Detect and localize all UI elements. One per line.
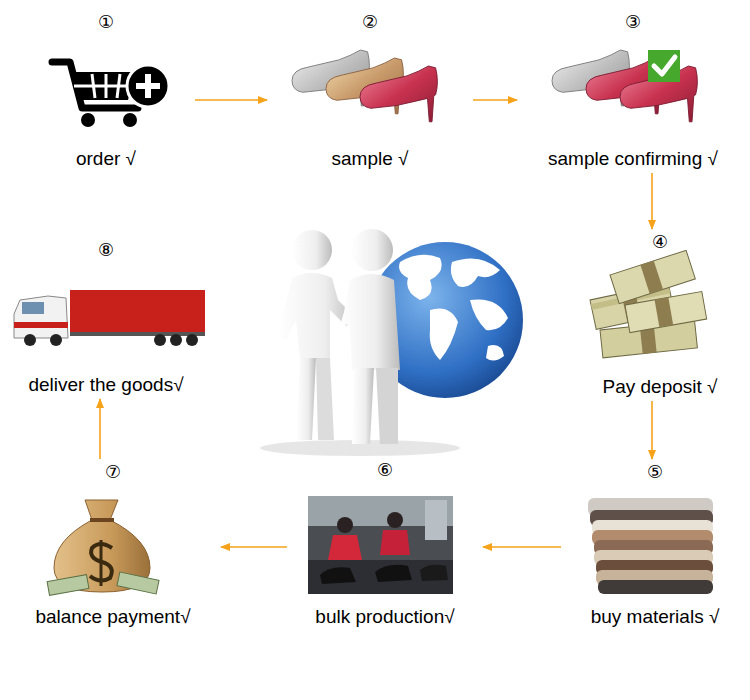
handshake-globe-picture-part (451, 258, 500, 286)
factory-photo-part (308, 560, 453, 594)
step-label: buy materials √ (591, 606, 720, 628)
truck-picture-part (70, 290, 205, 334)
factory-photo-part (320, 567, 356, 584)
truck-picture-part (186, 334, 198, 346)
callout-number: ② (362, 12, 378, 33)
factory-photo-part (387, 512, 403, 528)
callout-number: ⑤ (647, 462, 663, 483)
process-step: ⑧ deliver the goods√ (6, 240, 206, 396)
factory-photo-part (425, 500, 447, 540)
flow-arrow (473, 99, 517, 101)
step-label: bulk production√ (315, 606, 454, 628)
cart-icon-part (136, 83, 160, 89)
process-step: ⑥ bulk production√ (290, 460, 480, 628)
process-step: ① order √ (20, 12, 192, 170)
cart-icon-part (81, 113, 95, 127)
process-step: ④ Pay deposit √ (575, 232, 745, 398)
factory-photo-part (380, 530, 410, 555)
handshake-globe-picture-part (486, 345, 504, 360)
money-bag-picture-part (47, 575, 89, 596)
handshake-globe-picture (260, 229, 523, 456)
money-bag-picture-part (100, 540, 103, 586)
truck-picture-part (14, 322, 68, 328)
factory-photo-part (328, 535, 362, 560)
cart-icon-part (52, 62, 138, 108)
handshake-globe-picture-part (430, 309, 458, 361)
truck-picture-part (70, 332, 205, 336)
flow-arrow (651, 173, 653, 229)
step-label: Pay deposit √ (603, 376, 718, 398)
money-picture-part (625, 291, 707, 332)
cart-icon-part (123, 113, 137, 127)
handshake-globe-picture-part (352, 368, 374, 444)
step-label: balance payment√ (35, 606, 190, 628)
handshake-globe-picture-part (399, 255, 442, 300)
truck-picture-part (50, 334, 62, 346)
shoes-picture-part (360, 66, 437, 122)
handshake-globe-picture-part (316, 358, 334, 440)
cart-icon-part (74, 85, 132, 88)
process-step: ② sample √ (270, 12, 470, 170)
flow-arrow (483, 546, 561, 548)
step-label: deliver the goods√ (28, 374, 183, 396)
confirmed-shoes-picture-part (648, 50, 680, 82)
money-bag-picture-part (90, 518, 114, 522)
handshake-globe-picture-part (292, 230, 332, 270)
money-picture-part-part (655, 297, 674, 327)
truck-picture-part (22, 302, 44, 314)
callout-number: ⑦ (105, 462, 121, 483)
handshake-globe-picture-part (296, 358, 316, 440)
factory-photo (308, 496, 453, 594)
factory-photo-part (308, 496, 453, 594)
fabric-picture (588, 498, 713, 594)
flow-arrow (221, 546, 287, 548)
factory-photo-part (375, 565, 412, 582)
confirmed-shoes-picture-part (654, 57, 675, 74)
handshake-globe-picture-part (351, 229, 393, 271)
flow-arrow (99, 399, 101, 459)
truck-picture-part (14, 296, 68, 338)
step-label: sample confirming √ (548, 148, 718, 170)
truck-picture-part (24, 334, 36, 346)
callout-number: ① (98, 12, 114, 33)
cart-icon-part (127, 65, 169, 107)
step-label: order √ (76, 148, 136, 170)
process-step: ⑦ balance payment√ (8, 462, 218, 628)
factory-photo-part (337, 517, 353, 533)
callout-number: ③ (625, 12, 641, 33)
flow-arrow (195, 99, 267, 101)
handshake-globe-picture-part (340, 274, 400, 370)
callout-number: ⑧ (98, 240, 114, 261)
handshake-globe-picture-part (470, 299, 508, 330)
truck-picture-part (170, 334, 182, 346)
factory-photo-part (420, 565, 448, 581)
money-picture (590, 250, 707, 358)
cart-icon (52, 62, 169, 127)
fabric-picture-part (598, 580, 713, 594)
shoes-picture (292, 50, 437, 122)
process-step: ⑤ buy materials √ (564, 462, 746, 628)
money-bag-picture-part (117, 572, 159, 594)
step-label: sample √ (332, 148, 409, 170)
callout-number: ⑥ (377, 460, 393, 481)
truck-picture (14, 290, 205, 346)
handshake-globe-picture-part (376, 368, 398, 444)
callout-number: ④ (652, 232, 668, 253)
money-bag-picture (47, 500, 159, 595)
process-step: ③ sample confirming √ (520, 12, 746, 170)
money-picture-part-part (625, 291, 707, 332)
confirmed-shoes-picture (552, 50, 697, 122)
flow-arrow (651, 401, 653, 459)
money-picture-part-part (640, 261, 663, 294)
truck-picture-part (154, 334, 166, 346)
